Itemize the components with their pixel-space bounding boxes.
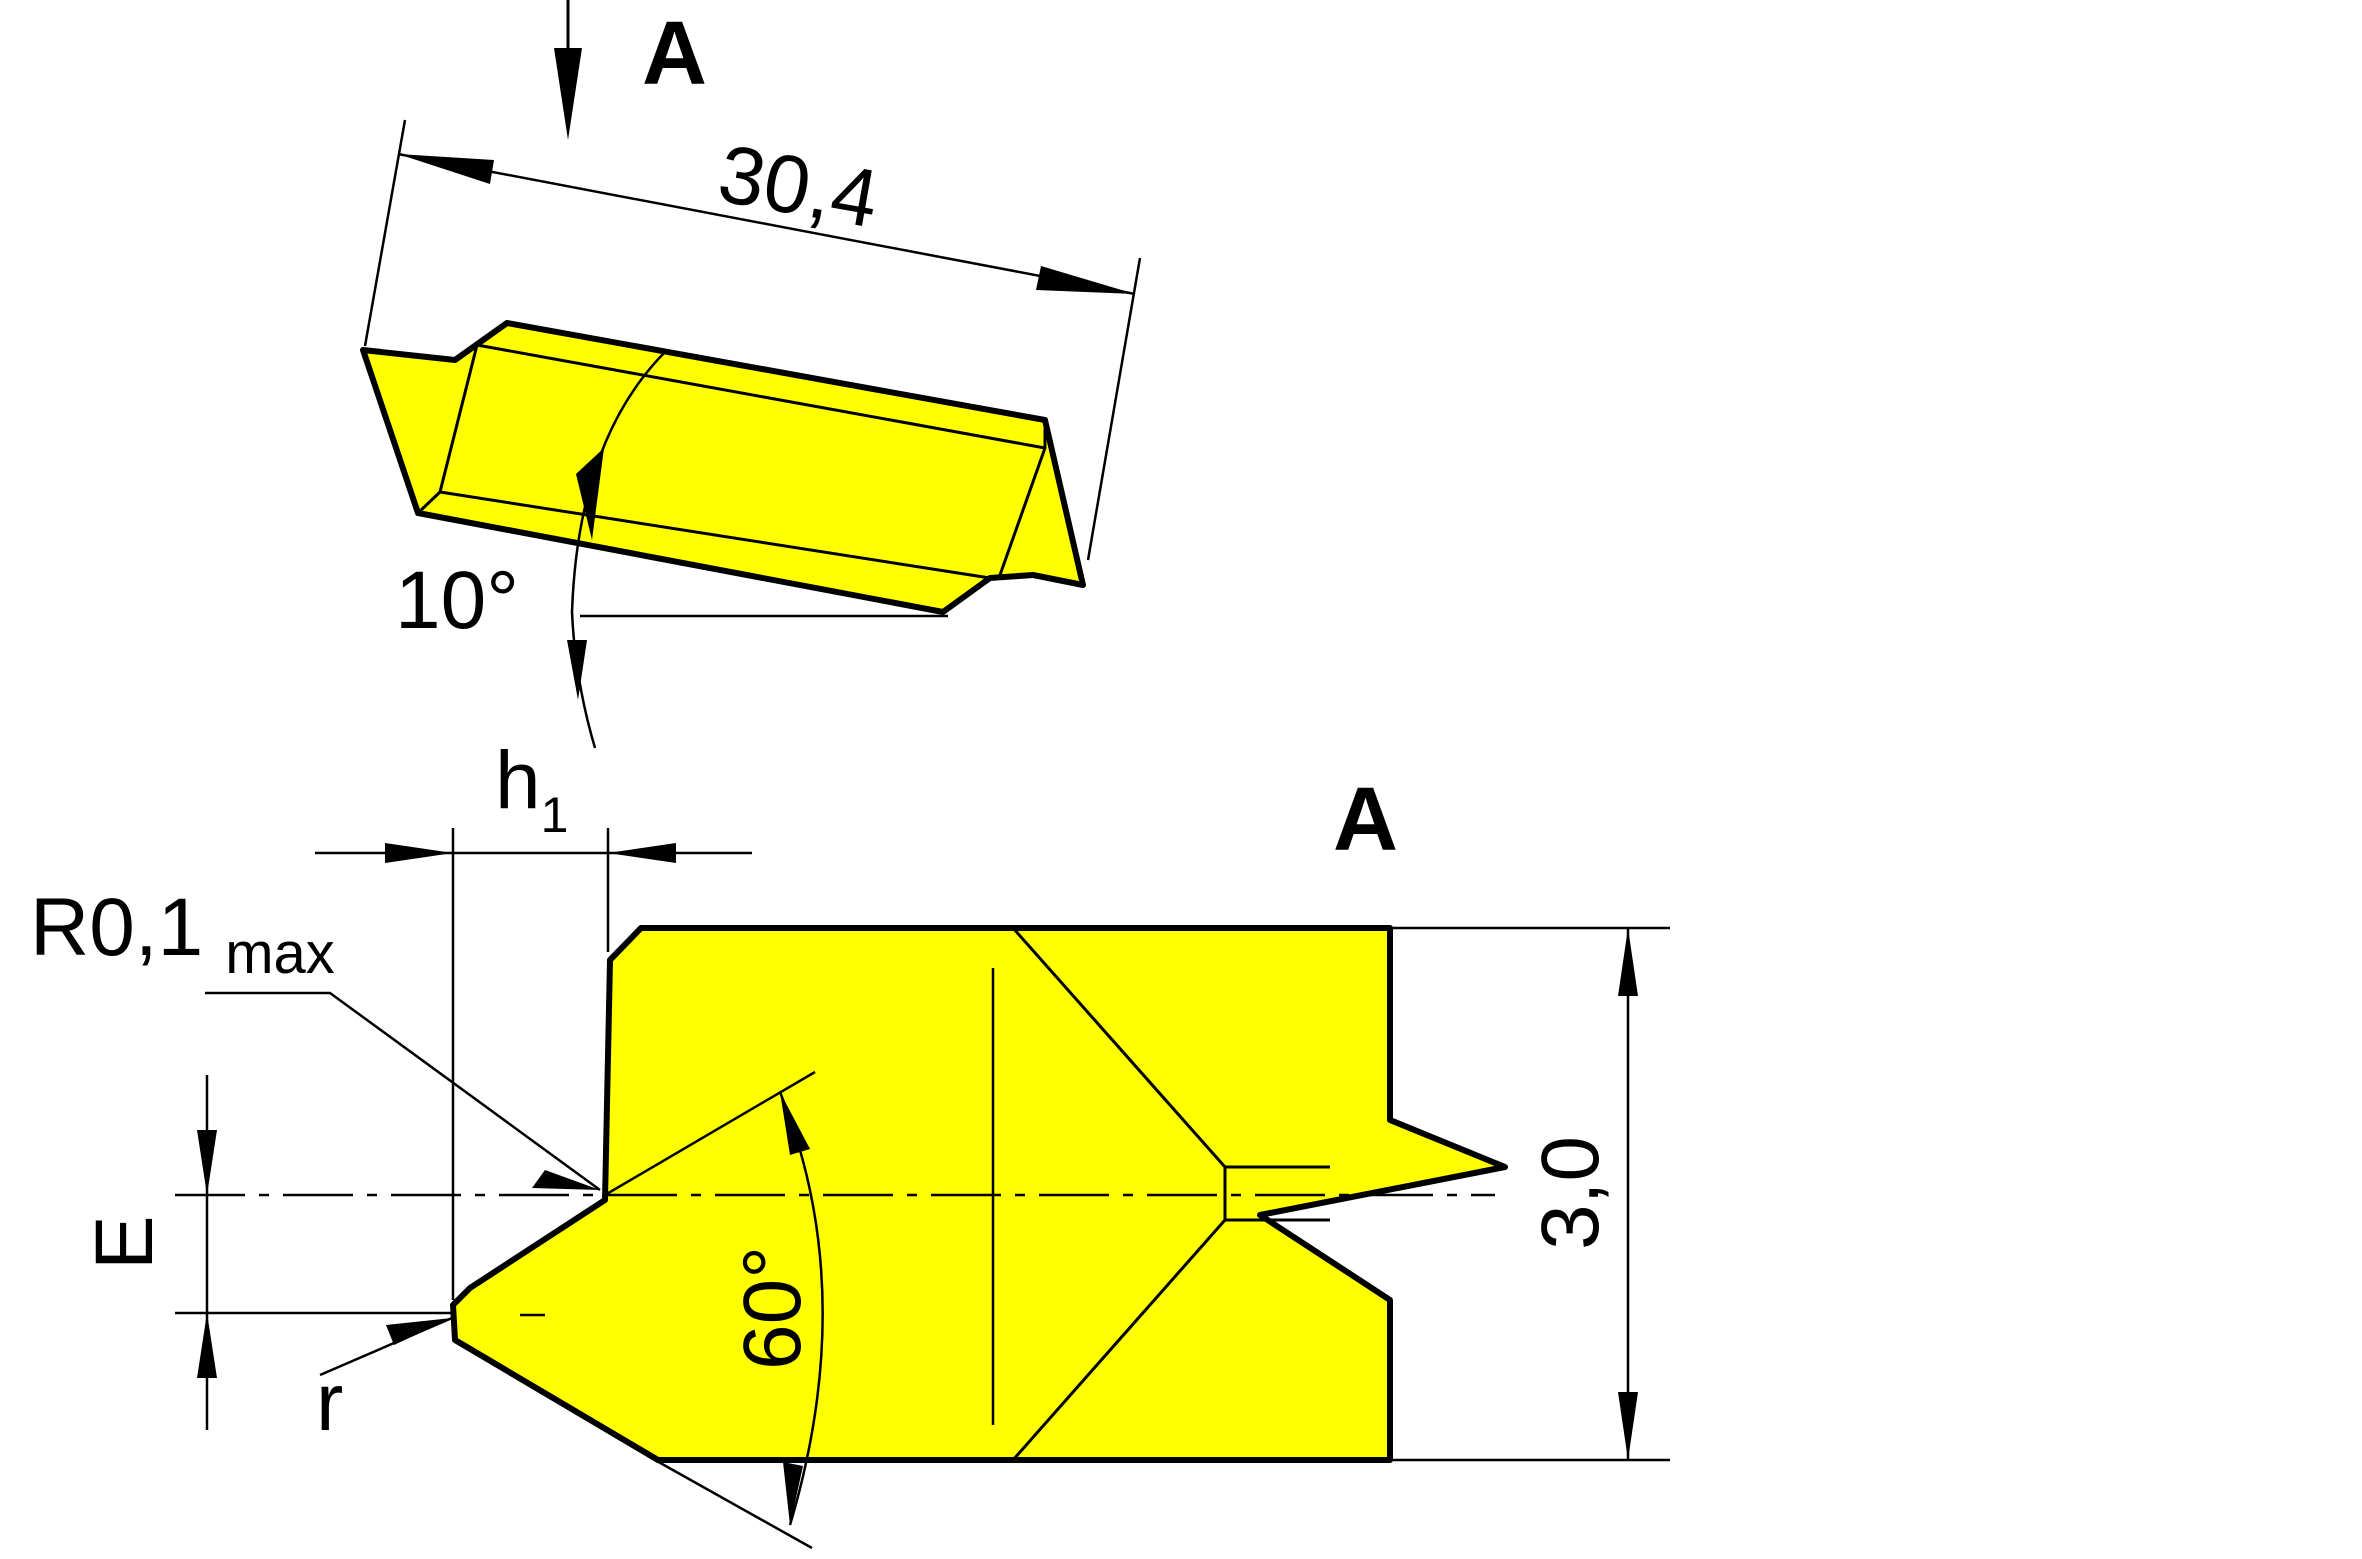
tip-angle-dimension (604, 1070, 824, 1550)
top-angle-label: 10° (395, 555, 519, 646)
radius-leader (205, 991, 601, 1192)
view-a-title: A (1333, 770, 1398, 870)
height-dimension (1390, 926, 1670, 1462)
e-label: E (79, 1215, 170, 1270)
length-label: 30,4 (712, 128, 885, 245)
view-direction-arrow (554, 0, 582, 140)
insert-side-body (360, 320, 1086, 615)
top-angle-dimension (567, 351, 948, 749)
insert-side-view (360, 320, 1086, 615)
tip-angle-label: 60° (727, 1246, 818, 1370)
h1-label: h1 (495, 735, 568, 843)
length-dimension (363, 119, 1142, 561)
r-label: r (316, 1357, 343, 1448)
e-dimension (175, 1075, 455, 1430)
height-label: 3,0 (1525, 1136, 1616, 1250)
h1-dimension (315, 828, 752, 1300)
r-leader (319, 1316, 453, 1377)
view-direction-label: A (642, 4, 707, 104)
